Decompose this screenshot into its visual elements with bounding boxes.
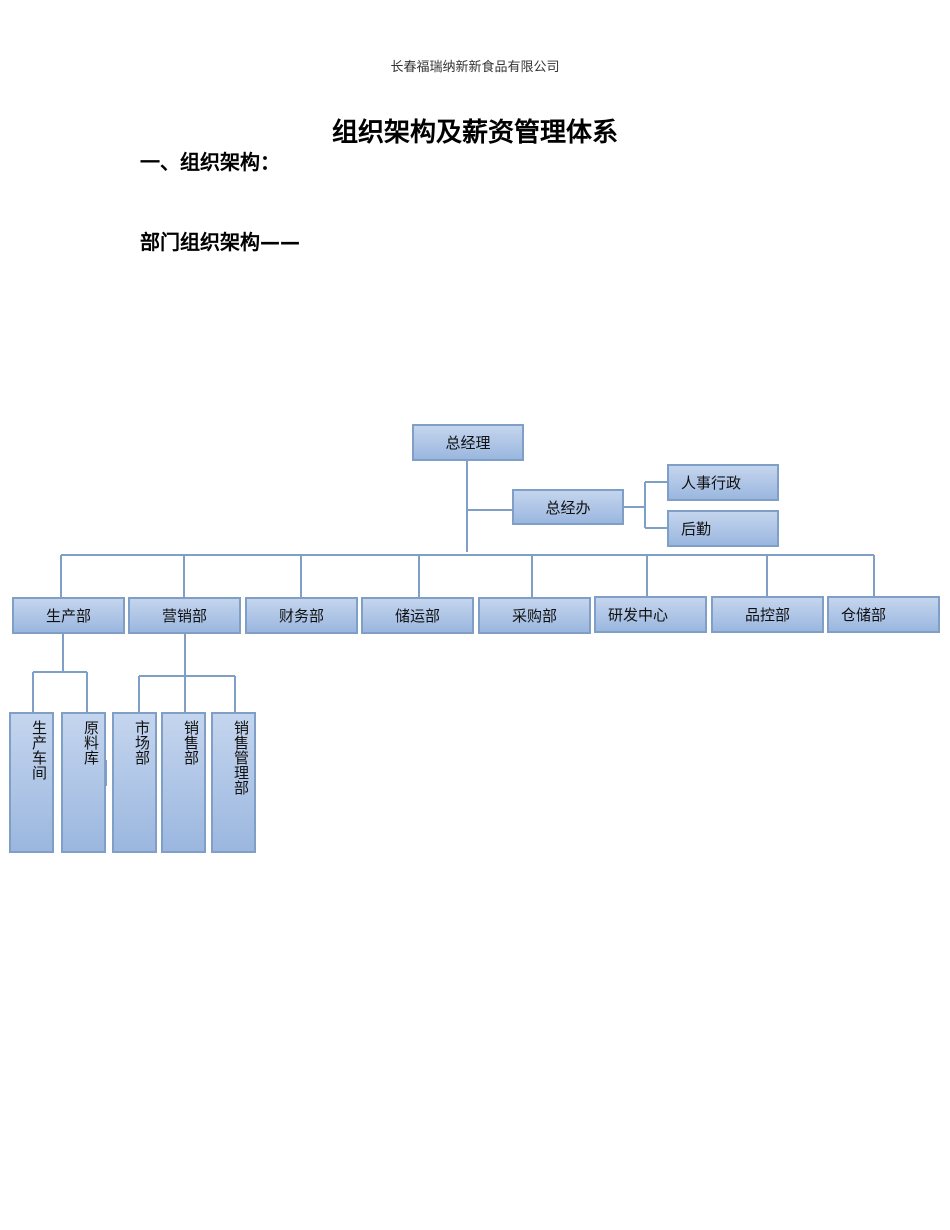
org-node-hr-admin: 人事行政 <box>667 464 779 501</box>
org-dept-quality-control: 品控部 <box>711 596 824 633</box>
org-unit-market: 市场部 <box>112 712 157 853</box>
section-heading-org: 一、组织架构： <box>140 150 280 174</box>
org-dept-purchasing: 采购部 <box>478 597 591 634</box>
org-dept-finance: 财务部 <box>245 597 358 634</box>
org-node-gm-office: 总经办 <box>512 489 624 525</box>
org-unit-production-workshop: 生产车间 <box>9 712 54 853</box>
org-unit-raw-material-store: 原料库 <box>61 712 106 853</box>
org-unit-sales: 销售部 <box>161 712 206 853</box>
org-node-logistics: 后勤 <box>667 510 779 547</box>
page-header: 长春福瑞纳新新食品有限公司 <box>390 60 560 75</box>
section-heading-dept: 部门组织架构—— <box>140 230 300 254</box>
org-dept-production: 生产部 <box>12 597 125 634</box>
org-dept-rd-center: 研发中心 <box>594 596 707 633</box>
document-title: 组织架构及薪资管理体系 <box>331 118 618 148</box>
org-dept-marketing-sales: 营销部 <box>128 597 241 634</box>
org-node-general-manager: 总经理 <box>412 424 524 461</box>
org-unit-sales-management: 销售管理部 <box>211 712 256 853</box>
org-dept-warehouse: 仓储部 <box>827 596 940 633</box>
org-dept-storage-transport: 储运部 <box>361 597 474 634</box>
